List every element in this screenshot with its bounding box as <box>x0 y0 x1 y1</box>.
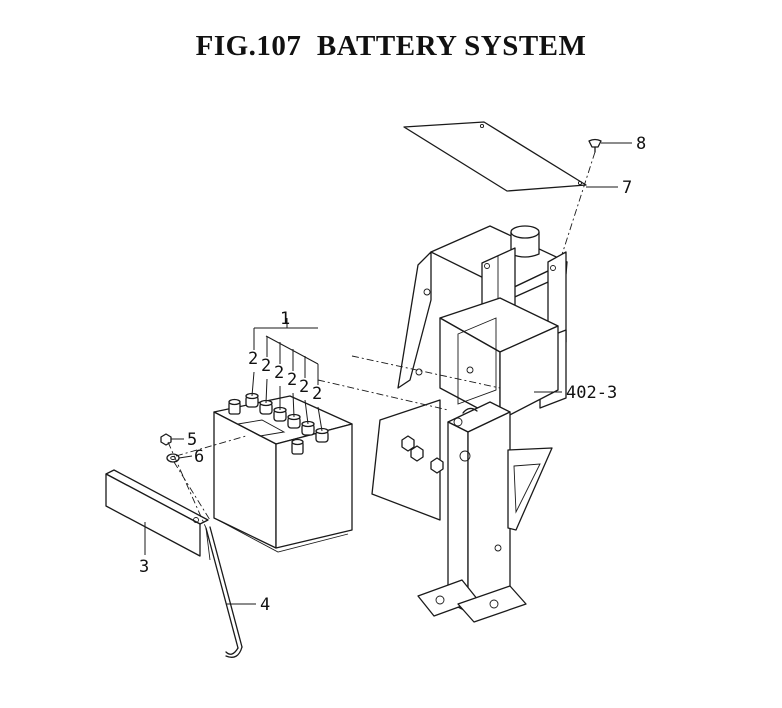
callout-2: 2 <box>248 349 258 369</box>
callout-2: 2 <box>299 377 309 397</box>
battery-cover-plate <box>403 121 587 192</box>
nut <box>160 433 172 446</box>
callout-6: 6 <box>194 447 204 467</box>
figure-title: FIG.107 BATTERY SYSTEM <box>195 30 587 62</box>
callout-2: 2 <box>312 384 322 404</box>
battery <box>213 392 353 553</box>
j-bolt-rod <box>205 526 243 658</box>
assembly-center-lines <box>167 355 501 529</box>
callout-2: 2 <box>274 363 284 383</box>
cover-screw <box>588 138 602 153</box>
callout-4: 4 <box>260 595 270 615</box>
callout-3: 3 <box>139 557 149 577</box>
callout-labels: 1 2 2 2 2 2 2 3 4 5 6 7 8 402-3 <box>139 134 646 615</box>
callout-402-3: 402-3 <box>566 383 617 403</box>
callout-2: 2 <box>287 370 297 390</box>
callout-7: 7 <box>622 178 632 198</box>
battery-bracket <box>371 225 568 623</box>
callout-leaders <box>144 142 632 605</box>
battery-hold-down-bar <box>105 469 209 557</box>
callout-1: 1 <box>280 309 290 329</box>
battery-cell-caps <box>245 392 329 443</box>
callout-5: 5 <box>187 430 197 450</box>
callout-2: 2 <box>261 356 271 376</box>
callout-8: 8 <box>636 134 646 154</box>
